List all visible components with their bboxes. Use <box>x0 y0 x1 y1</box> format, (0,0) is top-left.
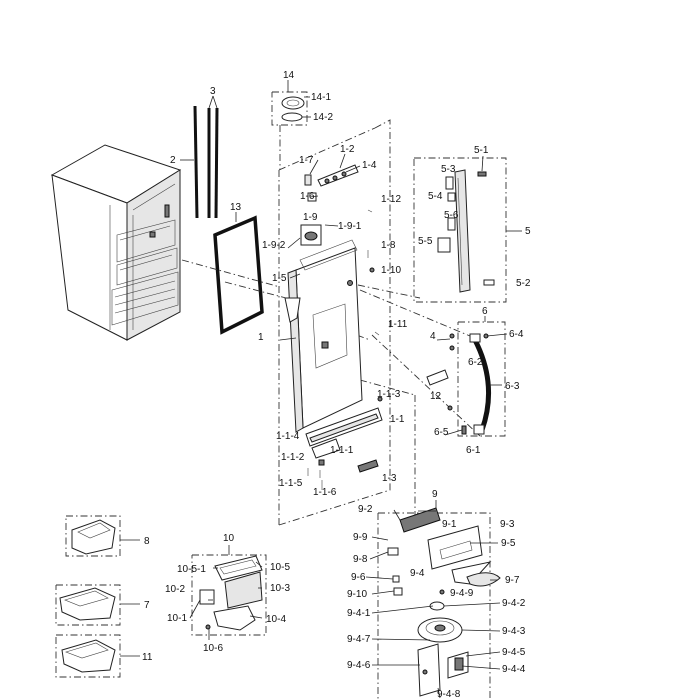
label-5: 5 <box>525 226 531 237</box>
label-1-1-1: 1-1-1 <box>330 445 354 456</box>
label-6-3: 6-3 <box>505 381 520 392</box>
label-9-4-1: 9-4-1 <box>347 608 371 619</box>
callout-labels: 14 14-1 14-2 3 2 13 1-7 1-2 1-4 1-6 1-12… <box>142 70 531 700</box>
label-6: 6 <box>482 306 488 317</box>
label-10-4: 10-4 <box>266 614 286 625</box>
label-1-10: 1-10 <box>381 265 401 276</box>
part-8-bin <box>65 515 140 557</box>
label-9-4: 9-4 <box>410 568 425 579</box>
label-10-5: 10-5 <box>270 562 290 573</box>
label-7: 7 <box>144 600 150 611</box>
label-9-7: 9-7 <box>505 575 520 586</box>
label-5-1: 5-1 <box>474 145 489 156</box>
label-8: 8 <box>144 536 150 547</box>
label-10-1: 10-1 <box>167 613 187 624</box>
part-9-dispenser-assembly <box>377 500 501 700</box>
label-14-1: 14-1 <box>311 92 331 103</box>
label-13: 13 <box>230 202 242 213</box>
label-2: 2 <box>170 155 176 166</box>
label-1-2: 1-2 <box>340 144 355 155</box>
label-10-5-1: 10-5-1 <box>177 564 206 575</box>
label-1-7: 1-7 <box>299 155 314 166</box>
label-5-4: 5-4 <box>428 191 443 202</box>
label-5-5: 5-5 <box>418 236 433 247</box>
label-5-6: 5-6 <box>444 210 459 221</box>
door-gaskets <box>180 95 219 219</box>
label-10-6: 10-6 <box>203 643 223 654</box>
label-1-3: 1-3 <box>382 473 397 484</box>
label-10-2: 10-2 <box>165 584 185 595</box>
door-gasket-frame <box>213 212 264 335</box>
label-9-4-7: 9-4-7 <box>347 634 371 645</box>
label-9-10: 9-10 <box>347 589 367 600</box>
label-4: 4 <box>430 331 436 342</box>
label-14: 14 <box>283 70 295 81</box>
label-1-1-3: 1-1-3 <box>377 389 401 400</box>
label-6-2: 6-2 <box>468 357 483 368</box>
label-9-4-3: 9-4-3 <box>502 626 526 637</box>
label-1-1: 1-1 <box>390 414 405 425</box>
part-11-bin <box>55 634 140 678</box>
label-1: 1 <box>258 332 264 343</box>
refrigerator-cabinet <box>50 144 182 341</box>
part-14-cap <box>271 80 311 126</box>
label-9-2: 9-2 <box>358 504 373 515</box>
label-3: 3 <box>210 86 216 97</box>
label-9-4-2: 9-4-2 <box>502 598 526 609</box>
label-1-1-6: 1-1-6 <box>313 487 337 498</box>
label-1-8: 1-8 <box>381 240 396 251</box>
label-9-9: 9-9 <box>353 532 368 543</box>
label-9-4-6: 9-4-6 <box>347 660 371 671</box>
label-11: 11 <box>142 652 153 663</box>
label-6-4: 6-4 <box>509 329 524 340</box>
label-9-5: 9-5 <box>501 538 516 549</box>
label-9-6: 9-6 <box>351 572 366 583</box>
part-10-ice-maker <box>191 545 267 636</box>
label-14-2: 14-2 <box>313 112 333 123</box>
label-10: 10 <box>223 533 235 544</box>
label-12: 12 <box>430 391 442 402</box>
label-1-9-2: 1-9-2 <box>262 240 286 251</box>
label-9-4-5: 9-4-5 <box>502 647 526 658</box>
label-1-6: 1-6 <box>300 191 315 202</box>
label-1-11: 1-11 <box>388 319 408 330</box>
label-9-4-4: 9-4-4 <box>502 664 526 675</box>
label-1-9: 1-9 <box>303 212 318 223</box>
label-10-3: 10-3 <box>270 583 290 594</box>
label-1-4: 1-4 <box>362 160 377 171</box>
label-1-1-2: 1-1-2 <box>281 452 305 463</box>
door-bottom-parts <box>305 396 383 490</box>
label-5-3: 5-3 <box>441 164 456 175</box>
leader-lines <box>189 153 508 670</box>
label-1-12: 1-12 <box>381 194 401 205</box>
label-6-1: 6-1 <box>466 445 481 456</box>
label-1-1-4: 1-1-4 <box>276 431 300 442</box>
part-7-bin <box>55 584 140 626</box>
label-9: 9 <box>432 489 438 500</box>
label-6-5: 6-5 <box>434 427 449 438</box>
label-9-8: 9-8 <box>353 554 368 565</box>
label-9-4-8: 9-4-8 <box>437 689 461 700</box>
label-9-1: 9-1 <box>442 519 457 530</box>
parts-4-12 <box>426 333 455 411</box>
label-9-4-9: 9-4-9 <box>450 588 474 599</box>
label-1-9-1: 1-9-1 <box>338 221 362 232</box>
label-1-1-5: 1-1-5 <box>279 478 303 489</box>
label-9-3: 9-3 <box>500 519 515 530</box>
label-1-5: 1-5 <box>272 273 287 284</box>
part-6-handle <box>457 316 506 437</box>
door-panel <box>284 239 363 433</box>
part-5-hinge-assembly <box>413 155 522 303</box>
label-5-2: 5-2 <box>516 278 531 289</box>
